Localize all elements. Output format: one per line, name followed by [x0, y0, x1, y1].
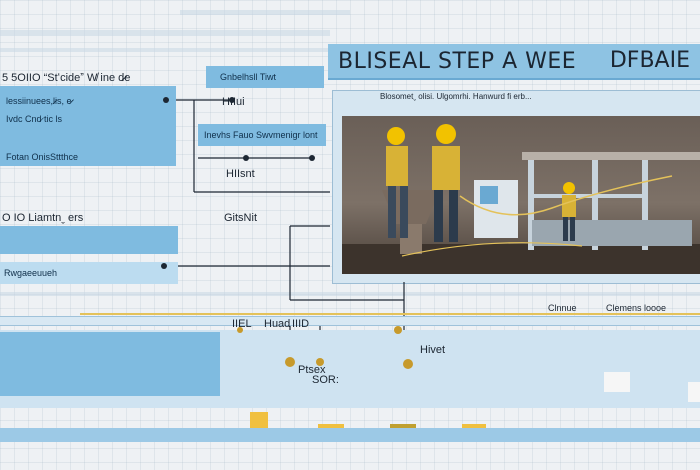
timeline-label-right: Hivet: [420, 344, 446, 356]
timeline-dot: [394, 326, 402, 334]
timeline-label-sor: SOR:: [312, 374, 339, 386]
left-block-3: Rwgaeeuueh: [0, 262, 178, 284]
timeline-dot: [237, 327, 243, 333]
right-label-b: Clemens loooe: [606, 303, 667, 313]
left-block-1-line-3: Fotan OnisSttthce: [6, 152, 79, 162]
left-block-1: lessiinuees,l̷̷is, e̷̷̷ Ivdc Cnd̷ tic ls…: [0, 86, 176, 166]
right-label-a: Clnnue: [548, 303, 577, 313]
workers-scene-svg: [342, 124, 700, 274]
mid-tag-3: GitsNit: [224, 212, 257, 224]
mid-box: Inevhs Fauo Swvmenigr lont: [198, 124, 326, 146]
left-block-2-label: O IO Liamtnˬ ers: [2, 212, 84, 224]
timeline-bar: [0, 316, 700, 326]
timeline-dot: [316, 358, 324, 366]
left-block-1-line-1: lessiinuees,l̷̷is, e̷̷̷: [6, 96, 72, 106]
timeline-label-mid: Ptsex: [298, 364, 326, 376]
tower-icon: [688, 382, 700, 402]
left-header: 5 5OIIO “Stʻcideˮ W̸ ine d̷̷e: [2, 72, 131, 84]
title-banner: BLISEAL STEP A WEE DFBAIE: [328, 44, 700, 80]
bottom-strip: [0, 428, 700, 442]
photo-caption: Blosometˬ olisi. Ulgomrhi. Hanwurd fi er…: [380, 92, 532, 101]
page-title: BLISEAL STEP A WEE: [338, 48, 577, 74]
workers-illustration: [342, 116, 700, 274]
timeline-label-1: IIEL: [232, 318, 252, 330]
mid-tag-2: HIIsnt: [226, 168, 255, 180]
page-title-right: DFBAIE: [609, 48, 690, 73]
bg-strip: [180, 10, 350, 15]
timeline-label-3: IIID: [292, 318, 310, 330]
timeline-label-2: Huad: [264, 318, 291, 330]
ship-icon: [604, 372, 630, 392]
bg-strip: [0, 48, 330, 52]
mid-header-text: Gnbelhsll Tiwt: [220, 72, 277, 82]
mid-box-text: Inevhs Fauo Swvmenigr lont: [204, 130, 318, 140]
timeline-dot: [403, 359, 413, 369]
left-block-3-line: Rwgaeeuueh: [4, 268, 58, 278]
left-block-1-line-2: Ivdc Cnd̷ tic ls: [6, 114, 63, 124]
timeline-dot: [285, 357, 295, 367]
bg-strip: [0, 30, 330, 36]
mid-header-box: Gnbelhsll Tiwt: [206, 66, 324, 88]
left-block-2: [0, 226, 178, 254]
timeline-accent-line: [80, 313, 700, 315]
lower-left-block: [0, 332, 220, 396]
bg-strip: [0, 292, 700, 296]
